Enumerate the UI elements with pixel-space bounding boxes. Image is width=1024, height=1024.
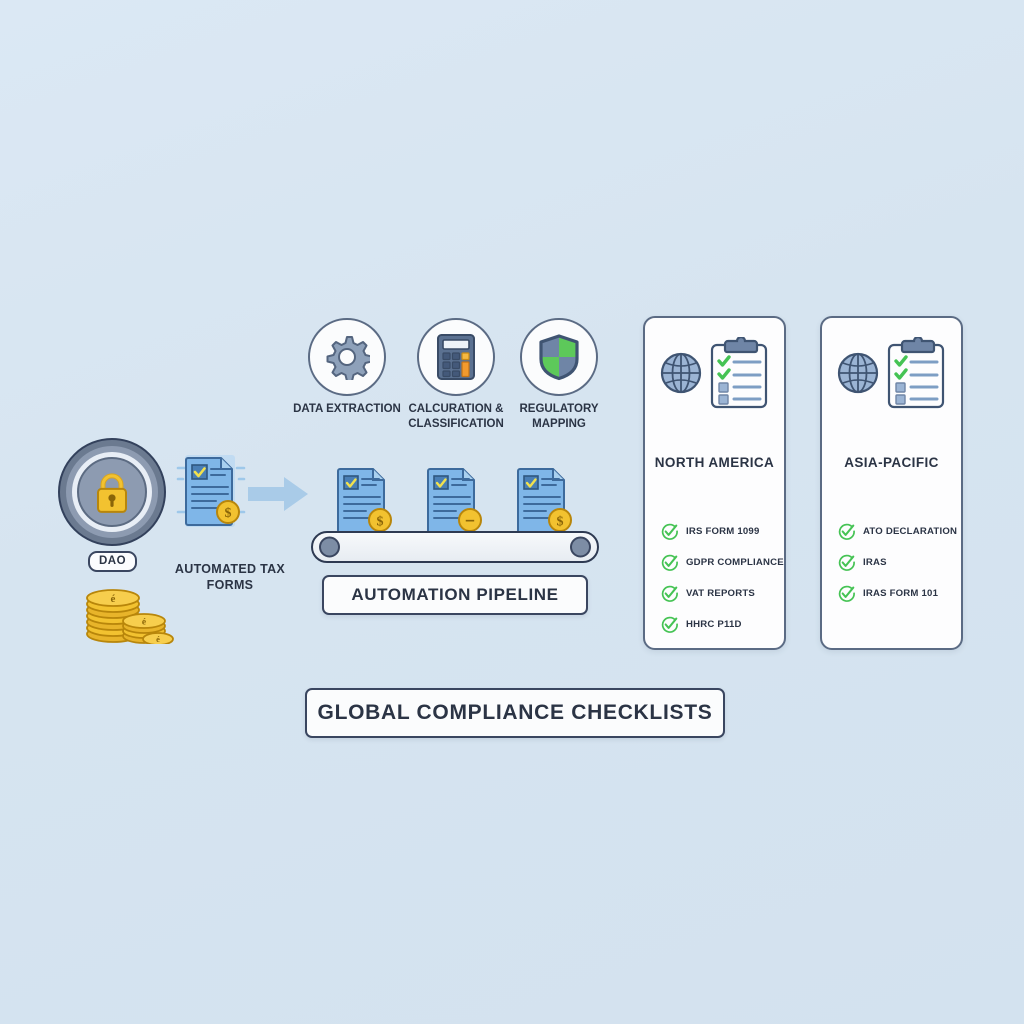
checklist-label: ATO DECLARATION (863, 526, 958, 537)
step-label: REGULATORY MAPPING (519, 403, 599, 430)
checklist-label: IRAS FORM 101 (863, 588, 939, 599)
padlock-icon (97, 473, 127, 513)
checklist-label: GDPR COMPLIANCE (686, 557, 784, 568)
pipeline-document-2: – (426, 466, 488, 543)
checklist-label: VAT REPORTS (686, 588, 756, 599)
step-data-extraction[interactable]: DATA EXTRACTION (293, 318, 401, 415)
conveyor-roller-left (319, 536, 340, 558)
circle-check-icon (661, 523, 678, 540)
panel-header (822, 332, 961, 414)
circle-check-icon (661, 554, 678, 571)
lock-vault-icon (58, 438, 166, 546)
region-panel-asia-pacific[interactable]: ASIA-PACIFIC ATO DECLARATION IRAS (820, 316, 963, 650)
automation-pipeline-plaque: AUTOMATION PIPELINE (322, 575, 588, 615)
dao-badge: DAO (88, 551, 138, 572)
clipboard-icon (887, 337, 945, 409)
step-label: CALCURATION & CLASSIFICATION (408, 403, 504, 430)
circle-check-icon (838, 585, 855, 602)
pipeline-document-1: $ (336, 466, 398, 543)
globe-icon (660, 352, 702, 394)
panel-title: NORTH AMERICA (654, 455, 775, 470)
pipeline-document-3: $ (516, 466, 578, 543)
circle-check-icon (661, 585, 678, 602)
svg-text:é: é (111, 593, 116, 605)
compliance-checklist: IRS FORM 1099 GDPR COMPLIANCE VAT REPORT… (661, 516, 787, 640)
conveyor-roller-right (570, 536, 591, 558)
checklist-label: IRS FORM 1099 (686, 526, 760, 537)
shield-icon (520, 318, 598, 396)
svg-text:é: é (142, 618, 146, 628)
panel-title: ASIA-PACIFIC (844, 455, 939, 470)
doc-badge-glyph: $ (377, 515, 384, 530)
clipboard-icon (710, 337, 768, 409)
doc-badge-glyph: – (465, 510, 474, 529)
svg-text:$: $ (225, 506, 232, 521)
doc-badge-glyph: $ (557, 515, 564, 530)
checklist-label: HHRC P11D (686, 619, 742, 630)
checklist-item[interactable]: IRS FORM 1099 (661, 516, 787, 547)
circle-check-icon (838, 554, 855, 571)
region-panel-north-america[interactable]: NORTH AMERICA IRS FORM 1099 GDPR COMPLIA… (643, 316, 786, 650)
right-arrow-icon (248, 477, 308, 511)
checklist-label: IRAS (863, 557, 887, 568)
circle-check-icon (838, 523, 855, 540)
global-compliance-checklists-banner: GLOBAL COMPLIANCE CHECKLISTS (305, 688, 725, 738)
compliance-checklist: ATO DECLARATION IRAS IRAS FORM 101 (838, 516, 964, 609)
step-calculation-classification[interactable]: CALCURATION & CLASSIFICATION (408, 318, 504, 430)
coin-stack-icon: é é é (86, 589, 174, 644)
tax-document-icon: $ (176, 450, 246, 547)
checklist-item[interactable]: ATO DECLARATION (838, 516, 964, 547)
step-label: DATA EXTRACTION (293, 403, 401, 415)
automated-tax-forms-label: AUTOMATED TAX FORMS (174, 562, 286, 592)
checklist-item[interactable]: IRAS FORM 101 (838, 578, 964, 609)
checklist-item[interactable]: IRAS (838, 547, 964, 578)
checklist-item[interactable]: GDPR COMPLIANCE (661, 547, 787, 578)
panel-header (645, 332, 784, 414)
calculator-icon (417, 318, 495, 396)
circle-check-icon (661, 616, 678, 633)
step-regulatory-mapping[interactable]: REGULATORY MAPPING (519, 318, 599, 430)
globe-icon (837, 352, 879, 394)
gear-icon (308, 318, 386, 396)
checklist-item[interactable]: HHRC P11D (661, 609, 787, 640)
conveyor-belt-icon (311, 531, 599, 563)
svg-text:é: é (156, 634, 160, 644)
checklist-item[interactable]: VAT REPORTS (661, 578, 787, 609)
